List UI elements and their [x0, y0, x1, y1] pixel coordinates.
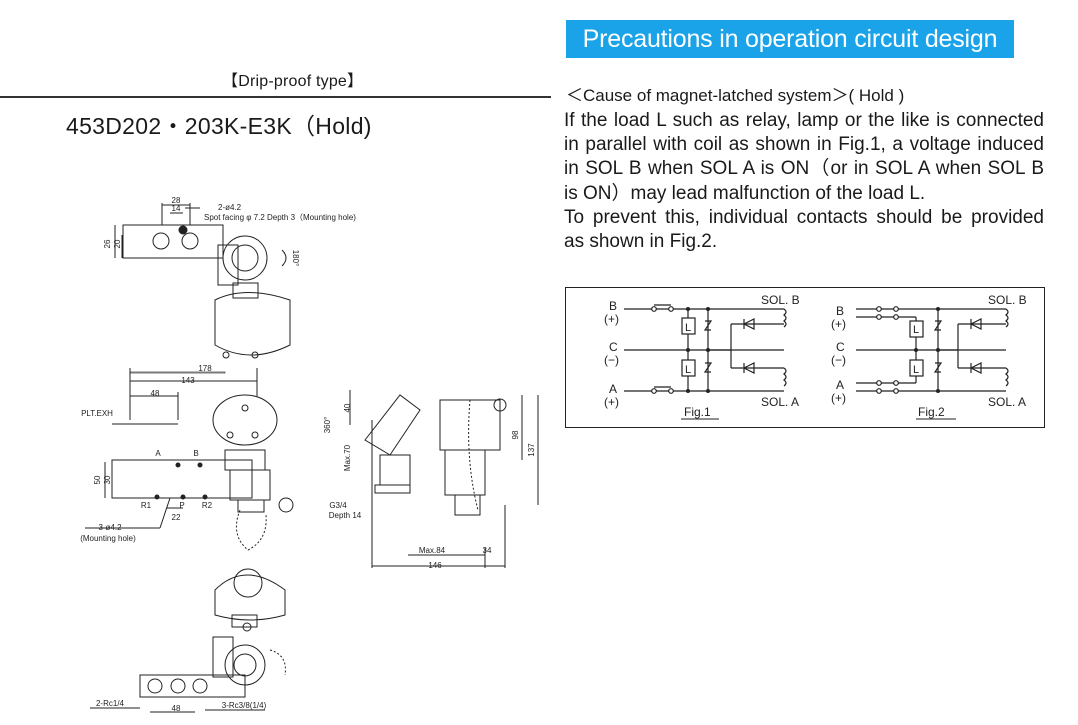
explanation-text: If the load L such as relay, lamp or the… [564, 109, 1044, 254]
rotation-360: 360° [323, 417, 332, 434]
top-view-neck [217, 244, 239, 286]
dim-48-top: 48 [151, 389, 160, 398]
rc38-label: 3-Rc3/8(1/4) [222, 701, 267, 710]
circuit-diagrams: B (+) C (−) A (+) SOL. B SOL. A L L Fig.… [604, 293, 1027, 420]
bottom-view-manifold [139, 674, 246, 698]
fig2-term-c: C [836, 340, 845, 354]
fig2-caption: Fig.2 [918, 405, 945, 419]
front-view-housing [212, 394, 278, 446]
g34-label: G3/4 [329, 501, 347, 510]
paragraph-1: If the load L such as relay, lamp or the… [564, 110, 1044, 204]
front-view-manifold [111, 459, 253, 499]
rotation-180: 180° [291, 250, 300, 267]
mount-note-1: 3-ø4.2 [98, 523, 122, 532]
dim-max70: Max.70 [343, 444, 352, 471]
side-view-body [439, 399, 501, 451]
cause-heading: ＜Cause of magnet-latched system＞( Hold ) [566, 86, 905, 105]
dim-48-bottom: 48 [172, 704, 181, 713]
precautions-banner: Precautions in operation circuit design [566, 20, 1014, 58]
fig2-sol-b: SOL. B [988, 293, 1027, 307]
dim-146: 146 [428, 561, 442, 570]
dim-50: 50 [93, 475, 102, 484]
top-view-housing [214, 292, 291, 356]
fig2-term-b: B [836, 304, 844, 318]
port-r2: R2 [202, 501, 213, 510]
fig2-sol-a: SOL. A [988, 395, 1026, 409]
fig1-term-b-sign: (+) [604, 312, 619, 326]
fig2-load-bottom: L [913, 364, 919, 376]
circuit-diagram-box: B (+) C (−) A (+) SOL. B SOL. A L L Fig.… [565, 287, 1045, 428]
dim-98: 98 [511, 430, 520, 439]
top-view-port [152, 232, 170, 250]
dim-137: 137 [527, 443, 536, 457]
hole-note: 2-ø4.2 [218, 203, 242, 212]
dim-30: 30 [103, 475, 112, 484]
top-view-port-2 [181, 232, 199, 250]
dim-26: 26 [103, 239, 112, 248]
dim-143: 143 [181, 376, 195, 385]
dim-max84: Max.84 [419, 546, 446, 555]
fig1-term-a: A [609, 382, 617, 396]
dim-22: 22 [172, 513, 181, 522]
dim-14: 14 [172, 204, 181, 213]
fig1-term-c-sign: (−) [604, 353, 619, 367]
fig2-term-b-sign: (+) [831, 317, 846, 331]
port-b: B [193, 449, 198, 458]
port-r1: R1 [141, 501, 152, 510]
fig1-load-top: L [685, 322, 691, 334]
paragraph-2: To prevent this, individual contacts sho… [564, 206, 1044, 253]
dim-20: 20 [113, 239, 122, 248]
dim-34: 34 [483, 546, 492, 555]
fig2-circuit [856, 306, 1009, 394]
fig1-term-c: C [609, 340, 618, 354]
fig1-term-a-sign: (+) [604, 395, 619, 409]
fig2-term-a-sign: (+) [831, 391, 846, 405]
drip-proof-type-label: 【Drip-proof type】 [222, 73, 364, 90]
fig1-load-bottom: L [685, 364, 691, 376]
dim-40: 40 [343, 403, 352, 412]
section-divider [0, 96, 551, 98]
bottom-view-housing [214, 574, 286, 621]
fig1-junctions [686, 307, 710, 393]
model-title: 453D202・203K-E3K（Hold) [66, 113, 372, 139]
dim-28: 28 [172, 196, 181, 205]
fig1-circuit [624, 304, 787, 394]
side-view-box [364, 394, 421, 456]
port-a: A [155, 449, 161, 458]
fig1-sol-b: SOL. B [761, 293, 800, 307]
top-view-solenoid [222, 235, 268, 281]
plt-exh-label: PLT.EXH [81, 409, 113, 418]
dimension-drawing: 28 14 2-ø4.2 Spot facing φ 7.2 Depth 3（M… [80, 196, 539, 713]
fig1-term-b: B [609, 299, 617, 313]
fig1-caption: Fig.1 [684, 405, 711, 419]
fig2-term-c-sign: (−) [831, 353, 846, 367]
top-view-body [122, 224, 224, 259]
spot-facing-note: Spot facing φ 7.2 Depth 3（Mounting hole) [204, 213, 356, 222]
dim-178: 178 [198, 364, 212, 373]
fig2-junctions [914, 307, 940, 393]
rc14-label: 2-Rc1/4 [96, 699, 125, 708]
depth14-label: Depth 14 [329, 511, 362, 520]
mount-note-2: (Mounting hole) [80, 534, 136, 543]
fig2-term-a: A [836, 378, 844, 392]
fig2-load-top: L [913, 324, 919, 336]
port-p: P [179, 501, 184, 510]
fig1-sol-a: SOL. A [761, 395, 799, 409]
